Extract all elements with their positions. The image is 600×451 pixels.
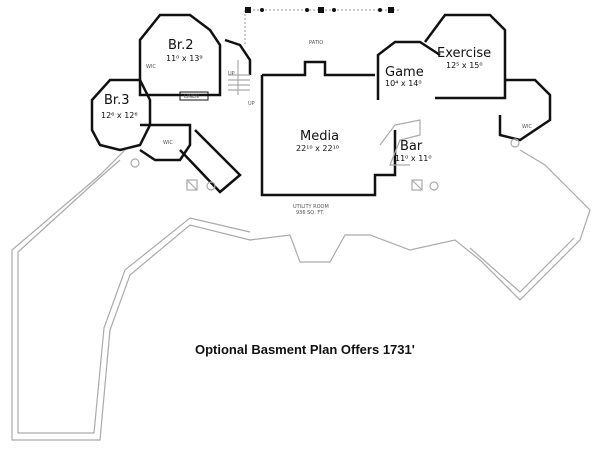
room-size-br3: 12⁶ x 12⁶ (101, 111, 138, 120)
stair-label-up: UP (228, 71, 235, 77)
patio-outline (244, 7, 400, 45)
room-size-bar: 11⁰ x 11⁰ (395, 154, 432, 163)
room-label-linen: LINEN (184, 94, 199, 100)
room-label-br3: Br.3 (104, 93, 129, 108)
room-size-exercise: 12⁵ x 15⁰ (446, 61, 483, 70)
stairs (228, 60, 250, 95)
fixtures (130, 119, 520, 191)
utility-area: 936 SQ. FT. (296, 210, 325, 216)
stair-label-up: UP (248, 101, 255, 107)
room-size-media: 22¹⁰ x 22¹⁰ (296, 144, 339, 153)
plan-caption: Optional Basment Plan Offers 1731' (195, 342, 415, 357)
walls (90, 13, 552, 197)
room-label-wic: WIC (146, 64, 156, 70)
room-label-wic: WIC (163, 140, 173, 146)
room-label-game: Game (385, 65, 424, 80)
room-label-wic: WIC (522, 124, 532, 130)
room-label-media: Media (300, 129, 339, 144)
utility-label: UTILITY ROOM (293, 204, 329, 210)
foundation-outline (11, 149, 591, 441)
room-size-game: 10⁴ x 14⁰ (385, 79, 422, 88)
room-label-exercise: Exercise (437, 46, 491, 61)
patio-label: PATIO (309, 40, 323, 46)
room-label-br2: Br.2 (168, 38, 193, 53)
room-size-br2: 11⁰ x 13⁹ (166, 54, 203, 63)
room-label-bar: Bar (400, 139, 423, 154)
